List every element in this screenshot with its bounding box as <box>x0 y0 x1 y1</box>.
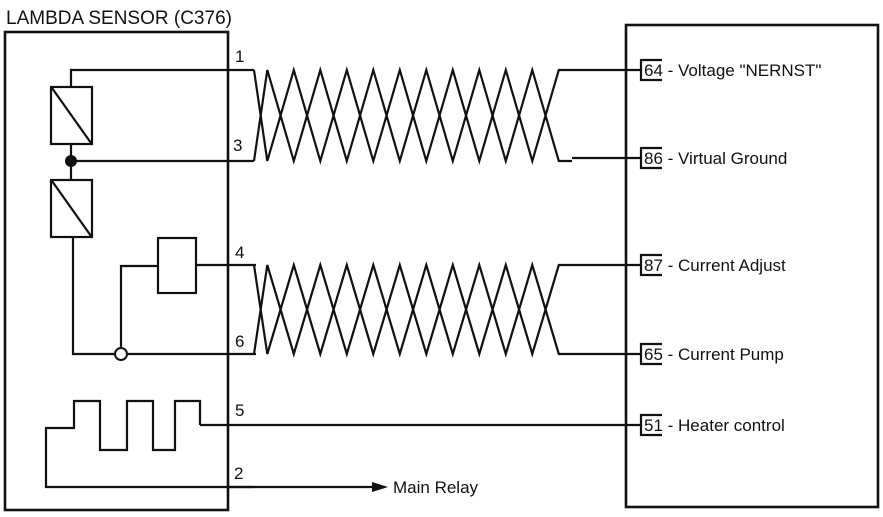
pump-cell <box>156 236 198 295</box>
wire-lower-cell <box>71 237 115 356</box>
arrow-head-icon <box>372 482 388 492</box>
terminal-number: 86 <box>644 149 663 168</box>
ecu-terminal-64: 64 - Voltage "NERNST" <box>572 58 821 82</box>
ecu-terminals: 64 - Voltage "NERNST" 86 - Virtual Ground… <box>572 58 821 437</box>
terminal-description: - Current Pump <box>663 345 784 364</box>
pin-label-6: 6 <box>235 332 244 351</box>
junction-open <box>114 347 128 361</box>
wire-pump-left <box>119 264 158 348</box>
terminal-bracket-icon <box>639 253 662 277</box>
ecu-terminal-87: 87 - Current Adjust <box>572 253 786 277</box>
terminal-description: - Heater control <box>663 416 785 435</box>
terminal-description: - Voltage "NERNST" <box>663 61 822 80</box>
terminal-description: - Current Adjust <box>663 256 786 275</box>
pin-label-4: 4 <box>235 243 244 262</box>
ecu-terminal-label: 86 - Virtual Ground <box>644 149 787 168</box>
terminal-number: 65 <box>644 345 663 364</box>
terminal-description: - Virtual Ground <box>663 149 787 168</box>
nernst-pair-strand-b <box>252 66 572 165</box>
terminal-number: 64 <box>644 61 663 80</box>
sensor-housing <box>3 30 230 512</box>
terminal-bracket-icon <box>639 342 662 366</box>
nernst-cell-lower <box>49 178 94 239</box>
pin-label-1: 1 <box>235 47 244 66</box>
ecu-terminal-65: 65 - Current Pump <box>572 342 784 366</box>
ecu-terminal-label: 65 - Current Pump <box>644 345 784 364</box>
terminal-bracket-icon <box>639 146 662 170</box>
pump-pair-strand-b <box>252 261 572 358</box>
pin-label-5: 5 <box>235 401 244 420</box>
ecu-terminal-51: 51 - Heater control <box>639 413 785 437</box>
terminal-bracket-icon <box>639 413 662 437</box>
ecu-terminal-label: 51 - Heater control <box>644 416 785 435</box>
pin-label-3: 3 <box>233 136 242 155</box>
terminal-bracket-icon <box>639 58 662 82</box>
ecu-terminal-label: 87 - Current Adjust <box>644 256 786 275</box>
ecu-terminal-label: 64 - Voltage "NERNST" <box>644 61 821 80</box>
sensor-title: LAMBDA SENSOR (C376) <box>6 8 232 29</box>
nernst-cell-upper <box>49 85 94 146</box>
wire-pin-1 <box>69 68 254 87</box>
main-relay-label: Main Relay <box>393 478 479 497</box>
heater-element <box>44 399 254 489</box>
twisted-pairs <box>252 66 572 358</box>
terminal-number: 87 <box>644 256 663 275</box>
pin-label-2: 2 <box>234 464 243 483</box>
terminal-number: 51 <box>644 416 663 435</box>
ecu-terminal-86: 86 - Virtual Ground <box>572 146 787 170</box>
